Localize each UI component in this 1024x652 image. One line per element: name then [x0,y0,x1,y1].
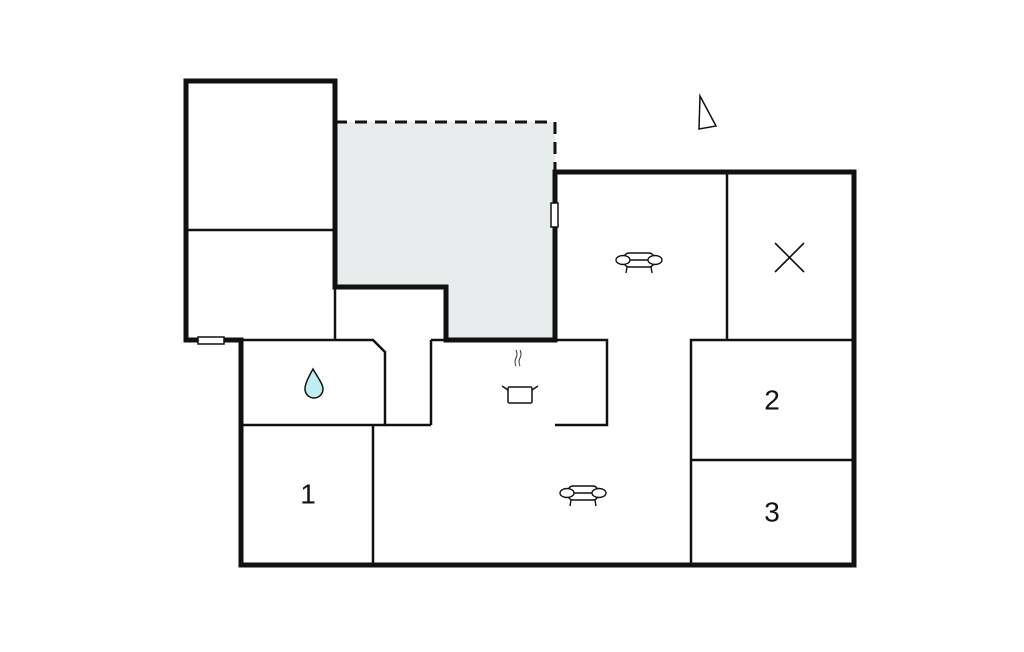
window [197,336,225,345]
sofa-icon [615,252,663,274]
room-label-3: 3 [764,496,780,527]
sofa-icon [559,485,607,507]
window [550,202,559,228]
interior-walls [186,172,854,565]
north-arrow-icon [698,93,718,130]
cooking-pot-icon [501,349,539,404]
room-label-2: 2 [764,384,780,415]
terrace-dashed-border [335,120,557,172]
cross-icon [774,242,805,273]
water-drop-icon [304,367,324,399]
room-label-1: 1 [300,478,316,509]
